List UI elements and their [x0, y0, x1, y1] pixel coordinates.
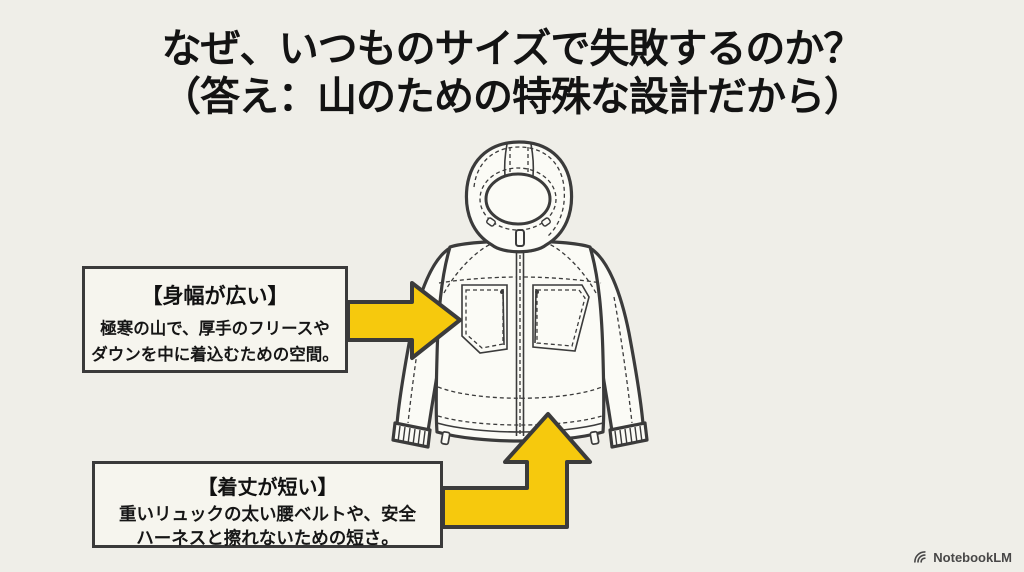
- callout-hem-length-line-2: ハーネスと擦れないための短さ。: [136, 528, 399, 549]
- callout-hem-length: 【着丈が短い】 重いリュックの太い腰ベルトや、安全 ハーネスと擦れないための短さ…: [92, 461, 443, 548]
- notebooklm-logo-icon: [914, 551, 926, 563]
- callout-body-width-title: 【身幅が広い】: [141, 285, 289, 308]
- jacket-left-cuff: [391, 421, 432, 449]
- callout-hem-length-text: 重いリュックの太い腰ベルトや、安全 ハーネスと擦れないための短さ。: [95, 502, 440, 550]
- callout-body-width: 【身幅が広い】 極寒の山で、厚手のフリースや ダウンを中に着込むための空間。: [82, 266, 348, 373]
- arrow-width-icon: [346, 281, 462, 360]
- jacket-illustration: [391, 140, 649, 449]
- watermark: NotebookLM: [913, 550, 1012, 565]
- callout-body-width-text: 極寒の山で、厚手のフリースや ダウンを中に着込むための空間。: [85, 317, 345, 368]
- title-line-2: （答え：山のための特殊な設計だから）: [161, 75, 864, 119]
- callout-hem-length-line-1: 重いリュックの太い腰ベルトや、安全: [119, 504, 416, 524]
- page-title: なぜ、いつものサイズで失敗するのか？ （答え：山のための特殊な設計だから）: [0, 25, 1024, 121]
- callout-body-width-line-1: 極寒の山で、厚手のフリースや: [100, 320, 330, 338]
- jacket-right-cuff: [608, 421, 649, 449]
- callout-body-width-line-2: ダウンを中に着込むための空間。: [91, 345, 339, 364]
- watermark-label: NotebookLM: [933, 550, 1012, 565]
- callout-hem-length-title: 【着丈が短い】: [197, 477, 338, 499]
- title-line-1: なぜ、いつものサイズで失敗するのか？: [161, 27, 864, 71]
- arrow-length-icon: [441, 412, 592, 529]
